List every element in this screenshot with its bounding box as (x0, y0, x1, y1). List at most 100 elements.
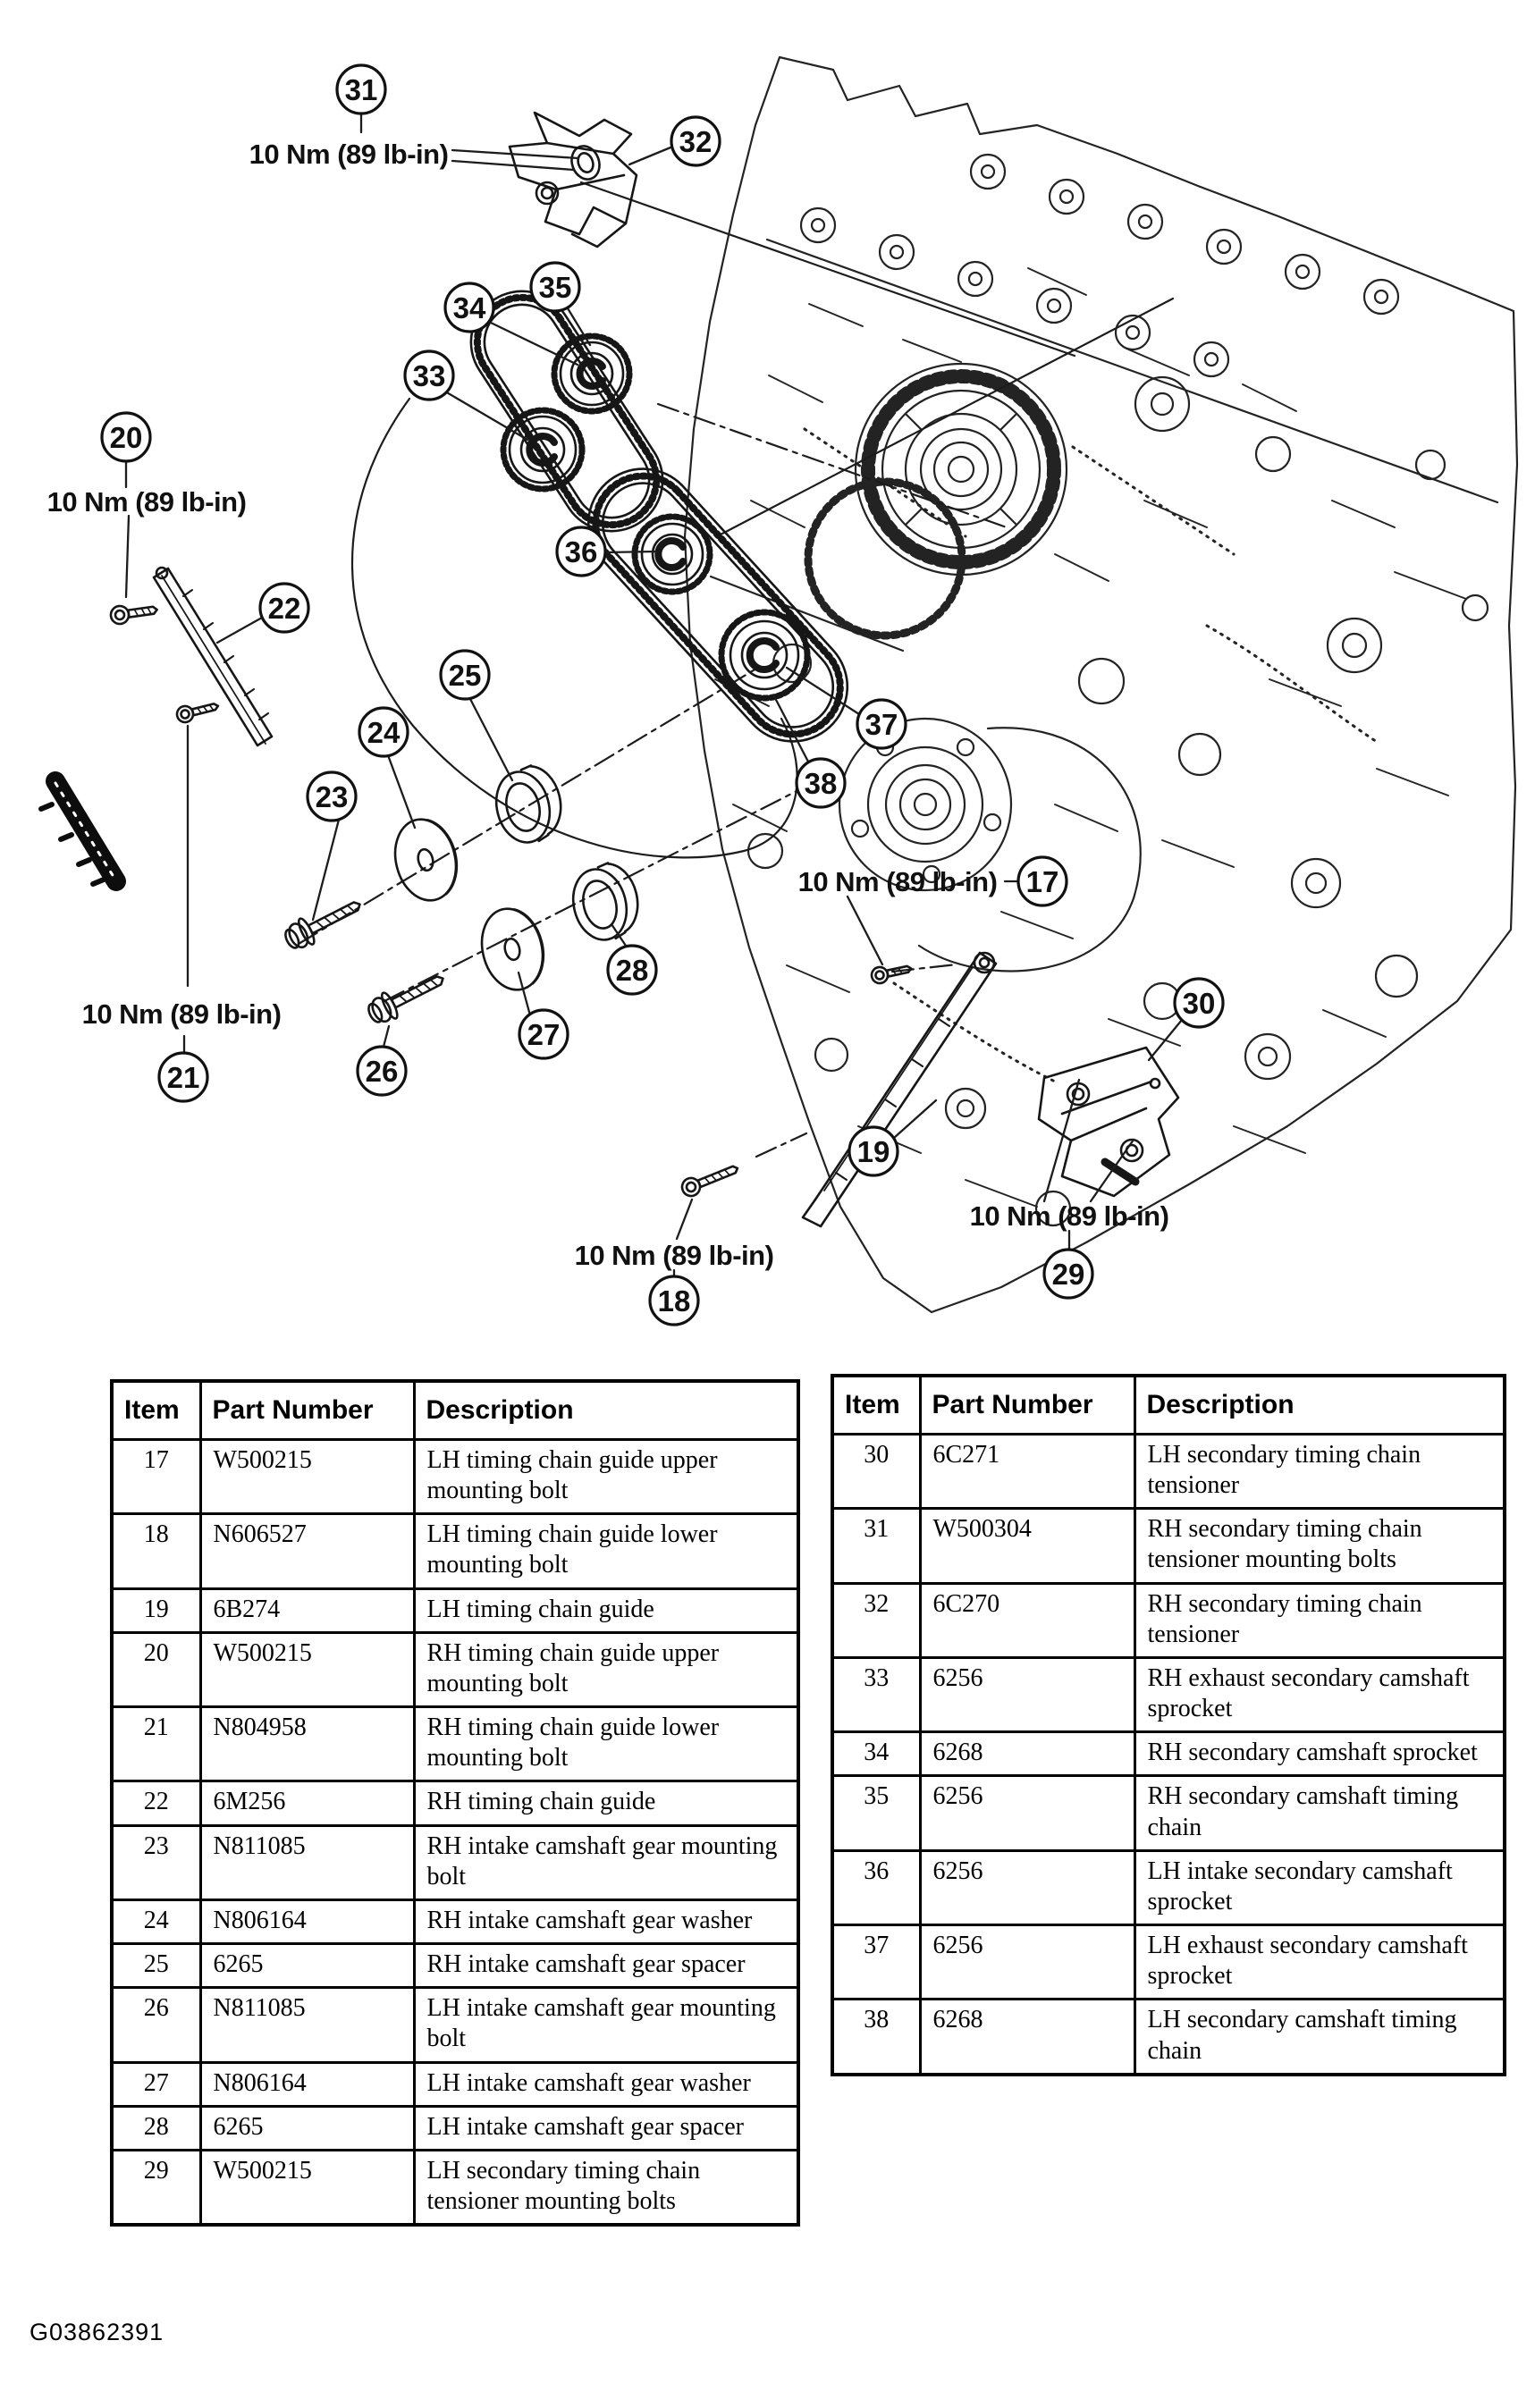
engine-texture-dots (803, 427, 1379, 1083)
description-header: Description (412, 1379, 800, 1441)
item-cell: 18 (110, 1512, 202, 1590)
part-number-cell: 6256 (918, 1655, 1136, 1734)
part-number-cell: 6B274 (198, 1587, 416, 1634)
torque-29: 10 Nm (89 lb-in) (970, 1200, 1169, 1232)
part-number-cell: 6265 (198, 2104, 416, 2151)
description-cell: RH secondary camshaft timing chain (1133, 1774, 1506, 1852)
part-number-cell: N804958 (198, 1705, 416, 1783)
callout-17: 17 (1016, 855, 1068, 907)
rh-exhaust-secondary-camshaft-sprocket-drawing (500, 407, 586, 493)
item-cell: 33 (831, 1655, 922, 1734)
description-cell: LH intake camshaft gear mounting bolt (412, 1986, 800, 2064)
part-number-cell: N811085 (198, 1986, 416, 2064)
lh-intake-gear-spacer-drawing (571, 862, 639, 941)
item-cell: 36 (831, 1848, 922, 1927)
part-number-cell: 6M256 (198, 1780, 416, 1827)
description-cell: LH intake secondary camshaft sprocket (1133, 1848, 1506, 1927)
callout-24: 24 (358, 706, 409, 758)
callout-22: 22 (258, 582, 310, 634)
callout-number: 37 (865, 708, 898, 741)
engine-detail-bosses (746, 375, 1489, 1227)
rh-secondary-timing-chain-drawing (469, 290, 664, 533)
rh-guide-upper-bolt-drawing (109, 604, 158, 626)
description-cell: LH timing chain guide upper mounting bol… (412, 1437, 800, 1516)
lh-intake-secondary-camshaft-sprocket-drawing (631, 513, 713, 595)
callout-28: 28 (606, 944, 658, 996)
rh-timing-chain-guide-drawing (152, 566, 274, 747)
callout-19: 19 (848, 1125, 899, 1177)
part-number-cell: N606527 (198, 1512, 416, 1590)
callout-29: 29 (1042, 1248, 1094, 1300)
callout-number: 21 (167, 1061, 200, 1094)
exploded-parts-diagram: 10 Nm (89 lb-in) 10 Nm (89 lb-in) 10 Nm (8… (38, 55, 1519, 1326)
description-header: Description (1133, 1374, 1506, 1436)
lh-intake-gear-washer-drawing (480, 907, 545, 991)
description-cell: RH timing chain guide upper mounting bol… (412, 1630, 800, 1709)
assembly-reference-lines (297, 181, 1175, 1158)
callout-25: 25 (439, 649, 491, 701)
item-header: Item (831, 1374, 922, 1436)
part-number-cell: W500304 (918, 1507, 1136, 1585)
callout-23: 23 (306, 770, 358, 822)
description-cell: RH secondary camshaft sprocket (1133, 1730, 1506, 1778)
part-number-cell: N806164 (198, 1898, 416, 1946)
callout-30: 30 (1173, 977, 1225, 1029)
callout-leader-lines (124, 113, 1184, 1278)
description-cell: LH timing chain guide (412, 1587, 800, 1634)
item-cell: 23 (110, 1823, 202, 1901)
item-cell: 20 (110, 1630, 202, 1709)
callout-34: 34 (443, 282, 495, 333)
part-number-cell: 6256 (918, 1924, 1136, 2001)
item-cell: 19 (110, 1587, 202, 1634)
callout-number: 34 (453, 291, 486, 324)
torque-21: 10 Nm (89 lb-in) (82, 998, 282, 1030)
lh-guide-upper-bolt-drawing (870, 964, 913, 985)
callout-number: 32 (679, 125, 713, 158)
chain-fragment-drawing (38, 771, 126, 891)
torque-17: 10 Nm (89 lb-in) (798, 866, 998, 897)
callout-31: 31 (335, 63, 387, 115)
rh-intake-gear-bolt-drawing (284, 901, 361, 949)
callout-36: 36 (555, 526, 607, 577)
item-cell: 24 (110, 1898, 202, 1946)
part-number-cell: 6256 (918, 1848, 1136, 1927)
item-header: Item (110, 1379, 202, 1441)
callout-number: 28 (616, 954, 649, 987)
part-number-cell: N806164 (198, 2060, 416, 2108)
water-pump-drawing (838, 717, 1142, 972)
callout-number: 36 (565, 535, 598, 568)
description-cell: LH exhaust secondary camshaft sprocket (1133, 1924, 1506, 2001)
description-cell: RH intake camshaft gear washer (412, 1898, 800, 1946)
part-number-header: Part Number (198, 1379, 416, 1441)
callout-number: 38 (805, 767, 838, 800)
callout-21: 21 (157, 1051, 209, 1103)
item-cell: 31 (831, 1507, 922, 1585)
torque-20: 10 Nm (89 lb-in) (47, 486, 247, 518)
torque-labels-layer: 10 Nm (89 lb-in) 10 Nm (89 lb-in) 10 Nm (8… (47, 139, 1169, 1271)
part-number-cell: 6256 (918, 1774, 1136, 1852)
rh-guide-lower-bolt-drawing (175, 703, 220, 724)
part-number-cell: 6265 (198, 1942, 416, 1990)
lh-timing-chain-guide-drawing (801, 951, 998, 1228)
cam-cap-bosses (799, 153, 1400, 378)
item-cell: 22 (110, 1780, 202, 1827)
description-cell: LH timing chain guide lower mounting bol… (412, 1512, 800, 1590)
description-cell: LH secondary timing chain tensioner (1133, 1432, 1506, 1511)
lh-exhaust-secondary-camshaft-sprocket-drawing (718, 609, 811, 702)
part-number-cell: 6C270 (918, 1581, 1136, 1659)
callout-number: 31 (345, 73, 378, 106)
callout-20: 20 (100, 411, 152, 463)
callout-38: 38 (795, 757, 847, 809)
